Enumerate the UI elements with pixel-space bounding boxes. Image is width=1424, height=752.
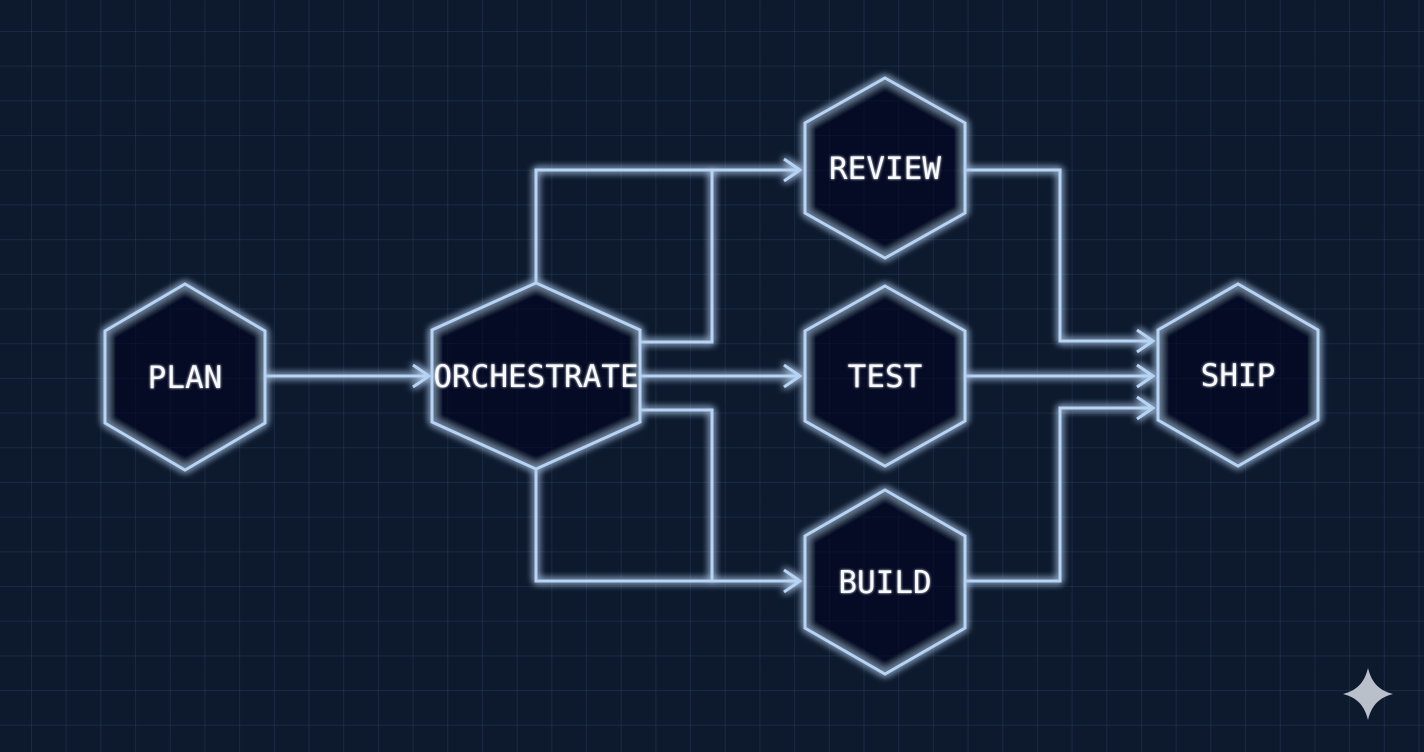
- node-ship-hexagon: [1156, 282, 1320, 468]
- node-build-label: BUILD: [838, 565, 931, 601]
- node-orchestrate-hexagon: [430, 281, 642, 471]
- arrowhead-icon: [412, 363, 432, 389]
- node-plan-hexagon: [103, 282, 267, 472]
- sparkle-icon: [1343, 668, 1393, 720]
- label-layer: PLAN ORCHESTRATE REVIEW TEST BUILD SHIP: [148, 151, 1276, 601]
- arrowhead-icon: [783, 157, 803, 183]
- node-build-hexagon: [803, 488, 967, 676]
- arrowhead-icon: [1136, 395, 1156, 421]
- node-review-hexagon: [803, 76, 967, 260]
- node-orchestrate-label: ORCHESTRATE: [433, 359, 638, 395]
- node-test-label: TEST: [848, 359, 923, 395]
- arrowhead-icon: [783, 568, 803, 594]
- edge-build-ship: [965, 406, 1153, 583]
- arrowhead-icon: [783, 363, 803, 389]
- node-review-label: REVIEW: [829, 151, 941, 187]
- node-ship-label: SHIP: [1201, 358, 1276, 394]
- arrowhead-icon: [1136, 328, 1156, 354]
- edge-orchestrate-review: [534, 168, 800, 283]
- edge-review-ship: [965, 168, 1153, 343]
- edge-orchestrate-review-branch: [640, 170, 714, 344]
- node-test-hexagon: [803, 284, 967, 468]
- edge-orchestrate-build-branch: [640, 408, 714, 581]
- node-plan-label: PLAN: [148, 360, 223, 396]
- arrowhead-icon: [1136, 363, 1156, 389]
- node-layer: [103, 76, 1320, 676]
- edge-layer: [265, 157, 1156, 594]
- edge-orchestrate-build: [534, 469, 800, 583]
